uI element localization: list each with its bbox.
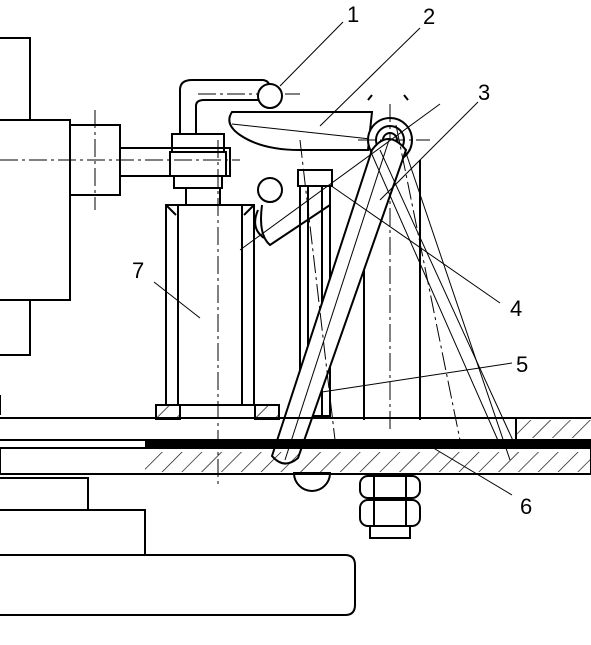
machine-table-bottom	[0, 477, 356, 616]
hook-arm	[179, 79, 300, 134]
locating-ball-mid	[257, 177, 283, 203]
callout-4: 4	[510, 296, 522, 321]
construction-lines	[299, 124, 516, 461]
callout-3: 3	[478, 80, 490, 105]
callout-5: 5	[516, 352, 528, 377]
machine-body-left	[0, 37, 71, 415]
callout-1: 1	[347, 2, 359, 27]
swing-lever-5	[270, 138, 408, 465]
hex-nut-bottom	[359, 475, 421, 539]
leader-lines	[153, 21, 513, 496]
callout-2: 2	[423, 4, 435, 29]
base-plate-6	[0, 417, 591, 475]
hydraulic-cylinder	[0, 110, 240, 210]
upper-lever-2	[228, 111, 381, 151]
locating-ball-bottom	[292, 472, 332, 492]
locating-ball-top	[257, 83, 283, 109]
support-column-7	[155, 140, 280, 485]
callout-6: 6	[520, 494, 532, 519]
callout-7: 7	[132, 258, 144, 283]
